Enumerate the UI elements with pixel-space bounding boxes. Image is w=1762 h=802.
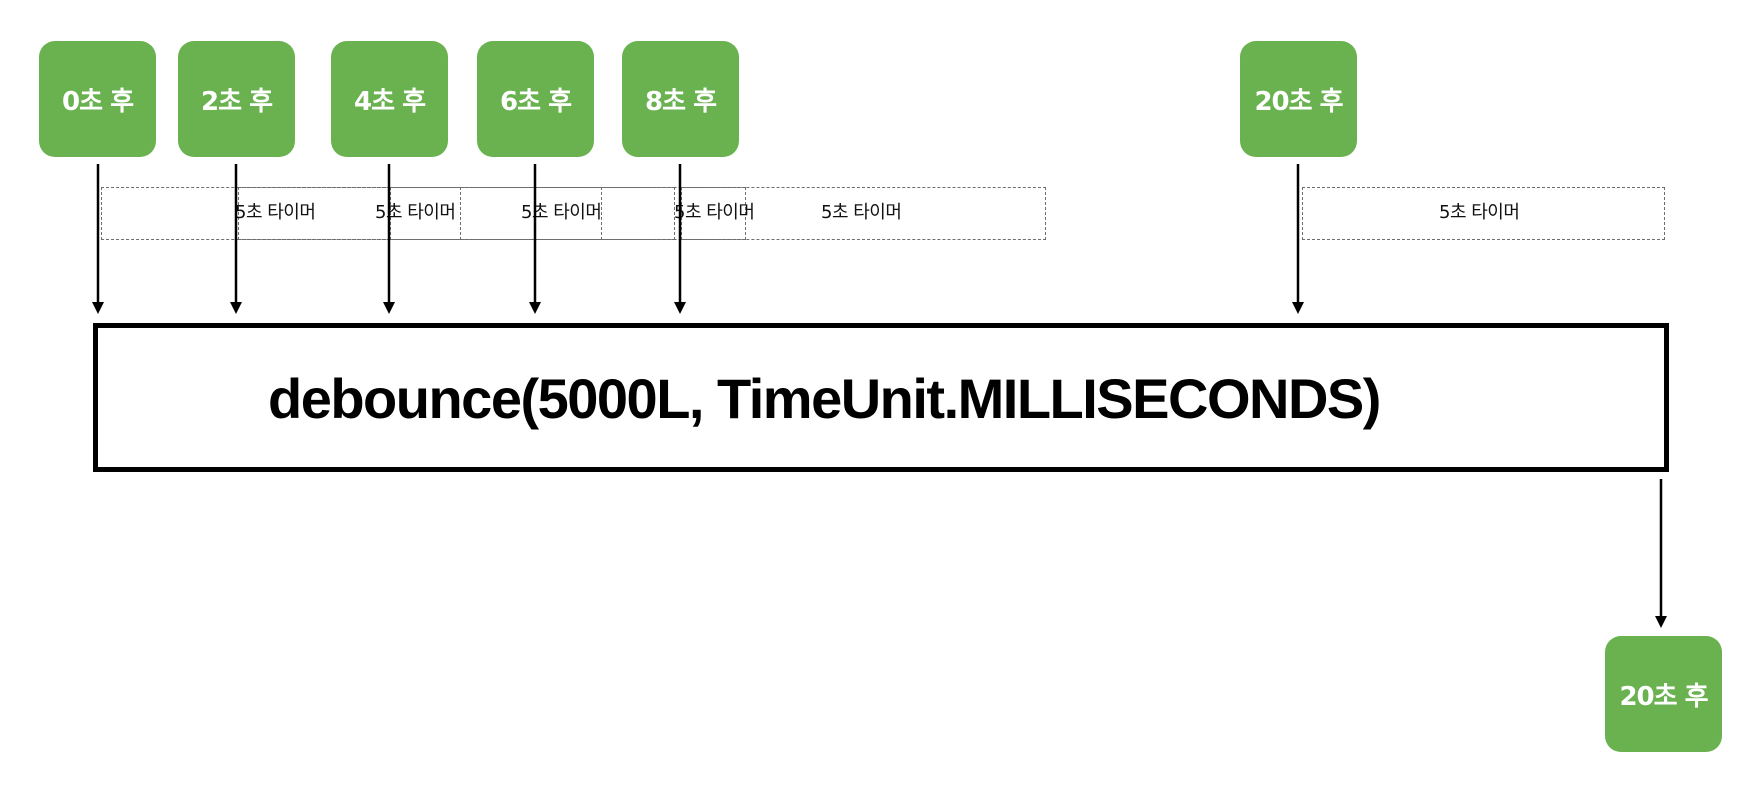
timer-label: 5초 타이머 (375, 202, 456, 223)
timer-box-8s (681, 187, 1046, 240)
input-event-4s: 4초 후 (331, 41, 448, 157)
timer-box-20s (1302, 187, 1665, 240)
timer-label: 5초 타이머 (821, 202, 902, 223)
input-event-6s: 6초 후 (477, 41, 594, 157)
arrowhead-20s-icon (1292, 302, 1304, 314)
timer-label: 5초 타이머 (521, 202, 602, 223)
arrowhead-4s-icon (383, 302, 395, 314)
timer-box-2s (238, 187, 461, 240)
arrowhead-0s-icon (92, 302, 104, 314)
operator-label: debounce(5000L, TimeUnit.MILLISECONDS) (268, 367, 1381, 430)
input-event-8s: 8초 후 (622, 41, 739, 157)
timer-label: 5초 타이머 (235, 202, 316, 223)
event-label: 20초 후 (1619, 681, 1708, 712)
event-label: 20초 후 (1254, 86, 1343, 117)
event-label: 4초 후 (354, 86, 426, 117)
arrowhead-8s-icon (674, 302, 686, 314)
event-label: 8초 후 (645, 86, 717, 117)
timer-label: 5초 타이머 (1439, 202, 1520, 223)
timer-box-4s (390, 187, 602, 240)
input-event-0s: 0초 후 (39, 41, 156, 157)
arrowhead-2s-icon (230, 302, 242, 314)
event-label: 2초 후 (201, 86, 273, 117)
input-event-2s: 2초 후 (178, 41, 295, 157)
output-event-20s: 20초 후 (1605, 636, 1722, 752)
arrowhead-output-icon (1655, 616, 1667, 628)
event-label: 0초 후 (62, 86, 134, 117)
input-event-20s: 20초 후 (1240, 41, 1357, 157)
debounce-operator-box: debounce(5000L, TimeUnit.MILLISECONDS) (93, 323, 1669, 472)
timer-label: 5초 타이머 (674, 202, 755, 223)
event-label: 6초 후 (500, 86, 572, 117)
arrowhead-6s-icon (529, 302, 541, 314)
